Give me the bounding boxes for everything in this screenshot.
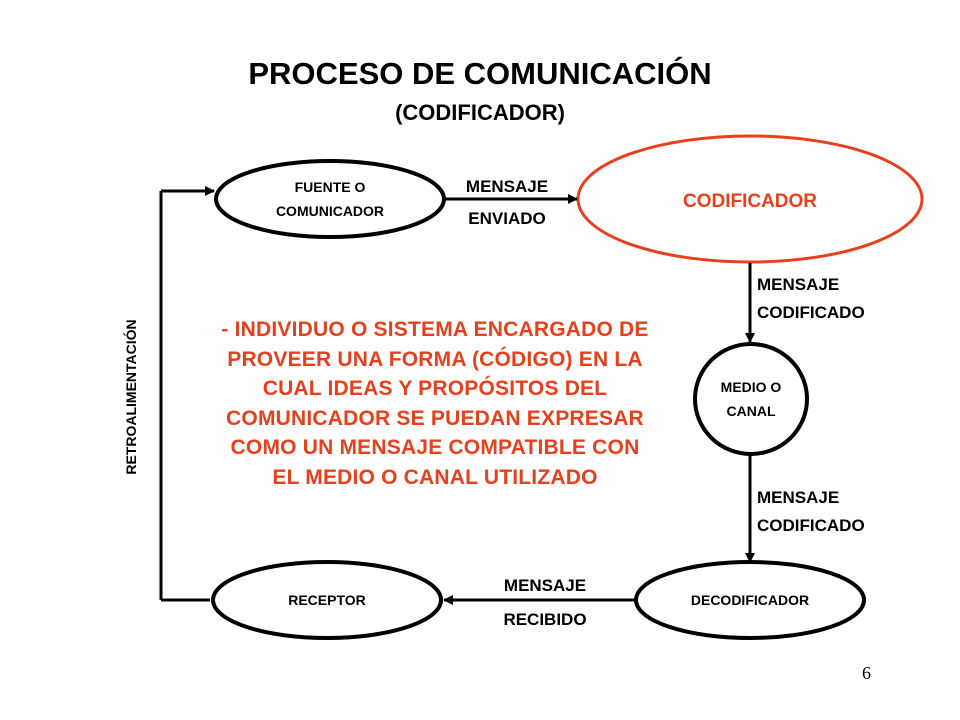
fuente-label-line2: COMUNICADOR [276,203,384,219]
diagram-subtitle: (CODIFICADOR) [395,100,565,125]
medio-label-line2: CANAL [727,403,776,419]
diagram-title: PROCESO DE COMUNICACIÓN [248,56,712,91]
codificador-definition: - INDIVIDUO O SISTEMA ENCARGADO DE PROVE… [221,318,649,489]
mensaje-codificado-1-line1: MENSAJE [757,275,839,294]
mensaje-recibido-line2: RECIBIDO [503,610,586,629]
mensaje-codificado-1-line2: CODIFICADO [757,303,865,322]
mensaje-enviado-line1: MENSAJE [466,177,548,196]
codificador-node [576,134,924,264]
mensaje-enviado-line2: ENVIADO [468,209,545,228]
medio-label-line1: MEDIO O [721,379,782,395]
page-number: 6 [862,663,871,683]
mensaje-recibido-line1: MENSAJE [504,576,586,595]
medio-node [693,342,809,456]
codificador-label: CODIFICADOR [683,191,817,212]
decodificador-label: DECODIFICADOR [691,592,809,608]
mensaje-codificado-2-line2: CODIFICADO [757,516,865,535]
fuente-label-line1: FUENTE O [295,179,366,195]
fuente-node [214,159,446,239]
retroalimentacion-label: RETROALIMENTACIÓN [122,319,139,474]
mensaje-codificado-2-line1: MENSAJE [757,488,839,507]
receptor-label: RECEPTOR [288,592,366,608]
receptor-node [211,560,443,640]
